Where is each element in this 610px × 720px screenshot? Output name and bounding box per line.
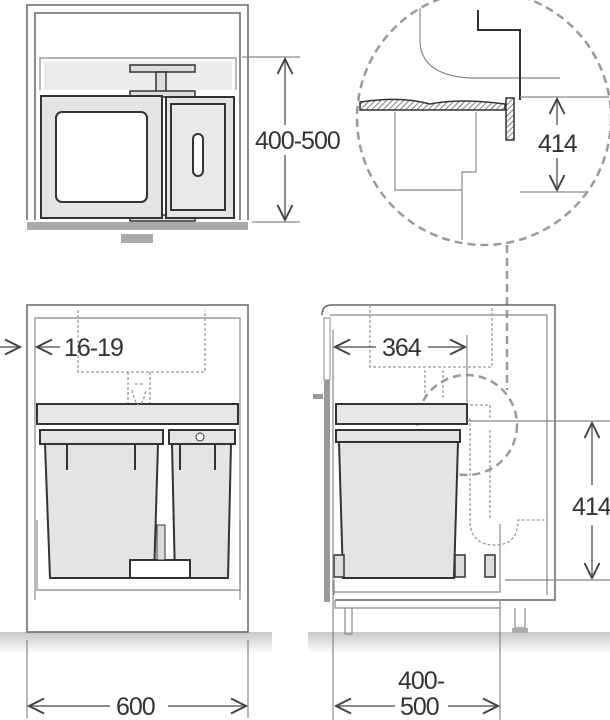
- detail-view: 414: [355, 0, 610, 390]
- front-cabinet: [26, 304, 249, 633]
- bracket-top: [129, 64, 196, 73]
- center-bracket: [129, 559, 191, 579]
- cabinet-outline: [26, 4, 249, 220]
- top-view-height-label: 400-500: [255, 127, 340, 155]
- front-view: 16-19 600: [0, 304, 272, 720]
- inner-depth-label: 364: [382, 334, 422, 362]
- side-view: 364 414 400- 500: [308, 304, 610, 720]
- base-plate: [27, 222, 248, 230]
- cabinet-depth-label-line2: 500: [400, 693, 439, 720]
- lid-side: [335, 403, 468, 425]
- detail-magnifier-circle: [355, 0, 610, 247]
- side-gap-label: 16-19: [64, 334, 123, 362]
- countertop-section: [359, 98, 506, 111]
- floor: [0, 632, 272, 654]
- handle-icon: [192, 133, 204, 177]
- top-view: 400-500: [26, 4, 341, 243]
- bin-side: [337, 441, 460, 579]
- side-height-label: 414: [572, 493, 610, 521]
- cabinet-depth-label-line1: 400-: [398, 667, 445, 695]
- width-label: 600: [116, 693, 155, 720]
- lid-frame: [36, 403, 239, 425]
- detail-height-label: 414: [538, 130, 578, 158]
- cabinet-door: [324, 380, 330, 602]
- large-bin-front: [43, 443, 160, 579]
- small-bin-front: [170, 443, 233, 579]
